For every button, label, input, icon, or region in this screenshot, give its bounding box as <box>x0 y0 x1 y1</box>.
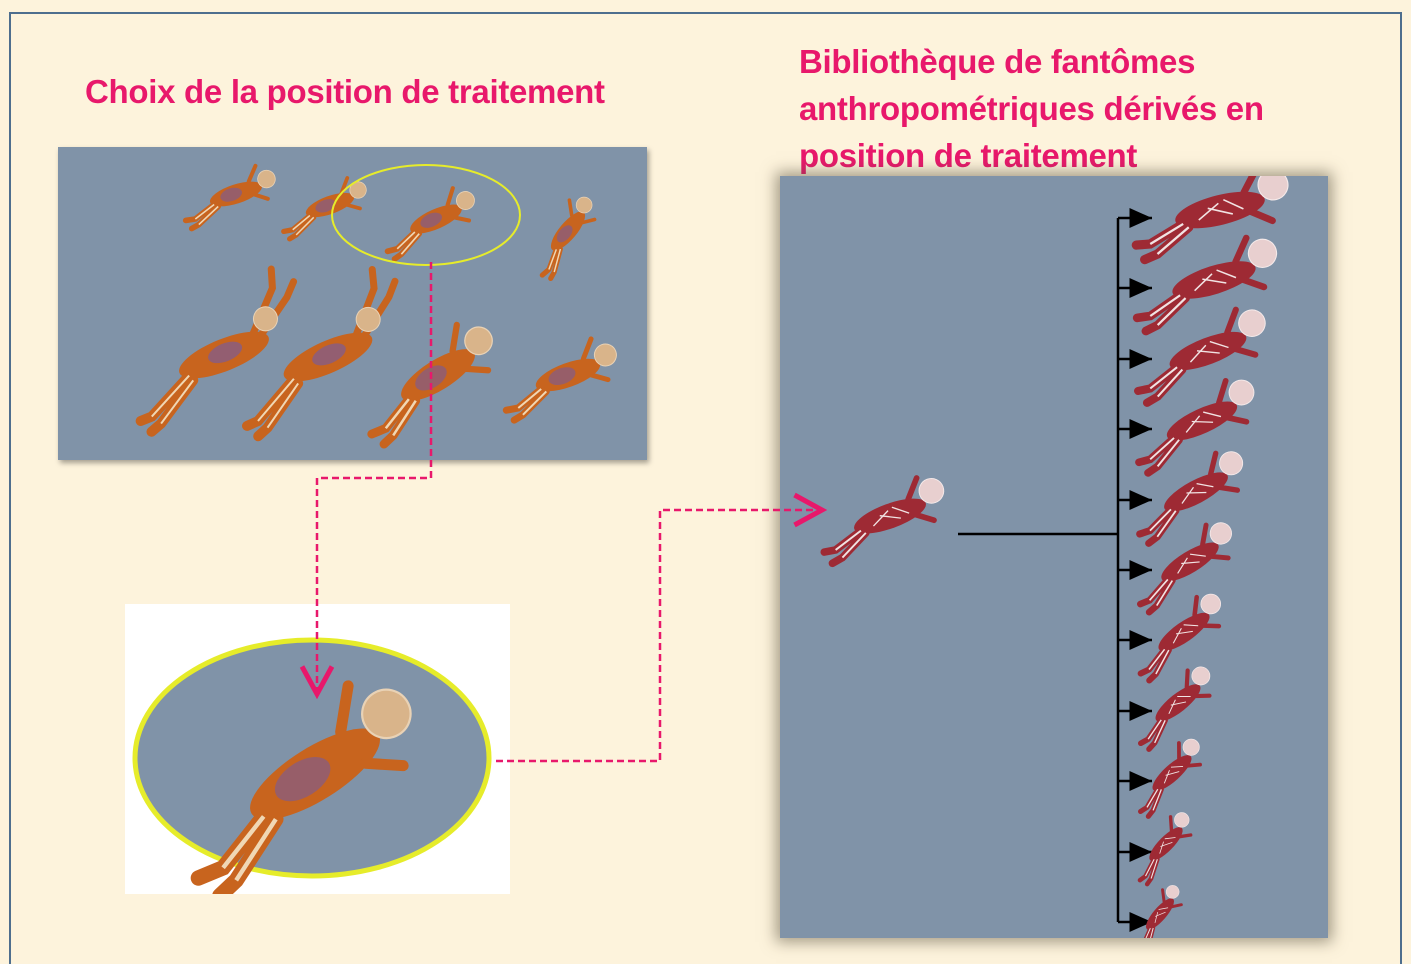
dashed-arrow-to-selection <box>317 262 431 694</box>
selection-ellipse-small <box>332 165 520 265</box>
dashed-arrow-to-library <box>496 510 822 761</box>
